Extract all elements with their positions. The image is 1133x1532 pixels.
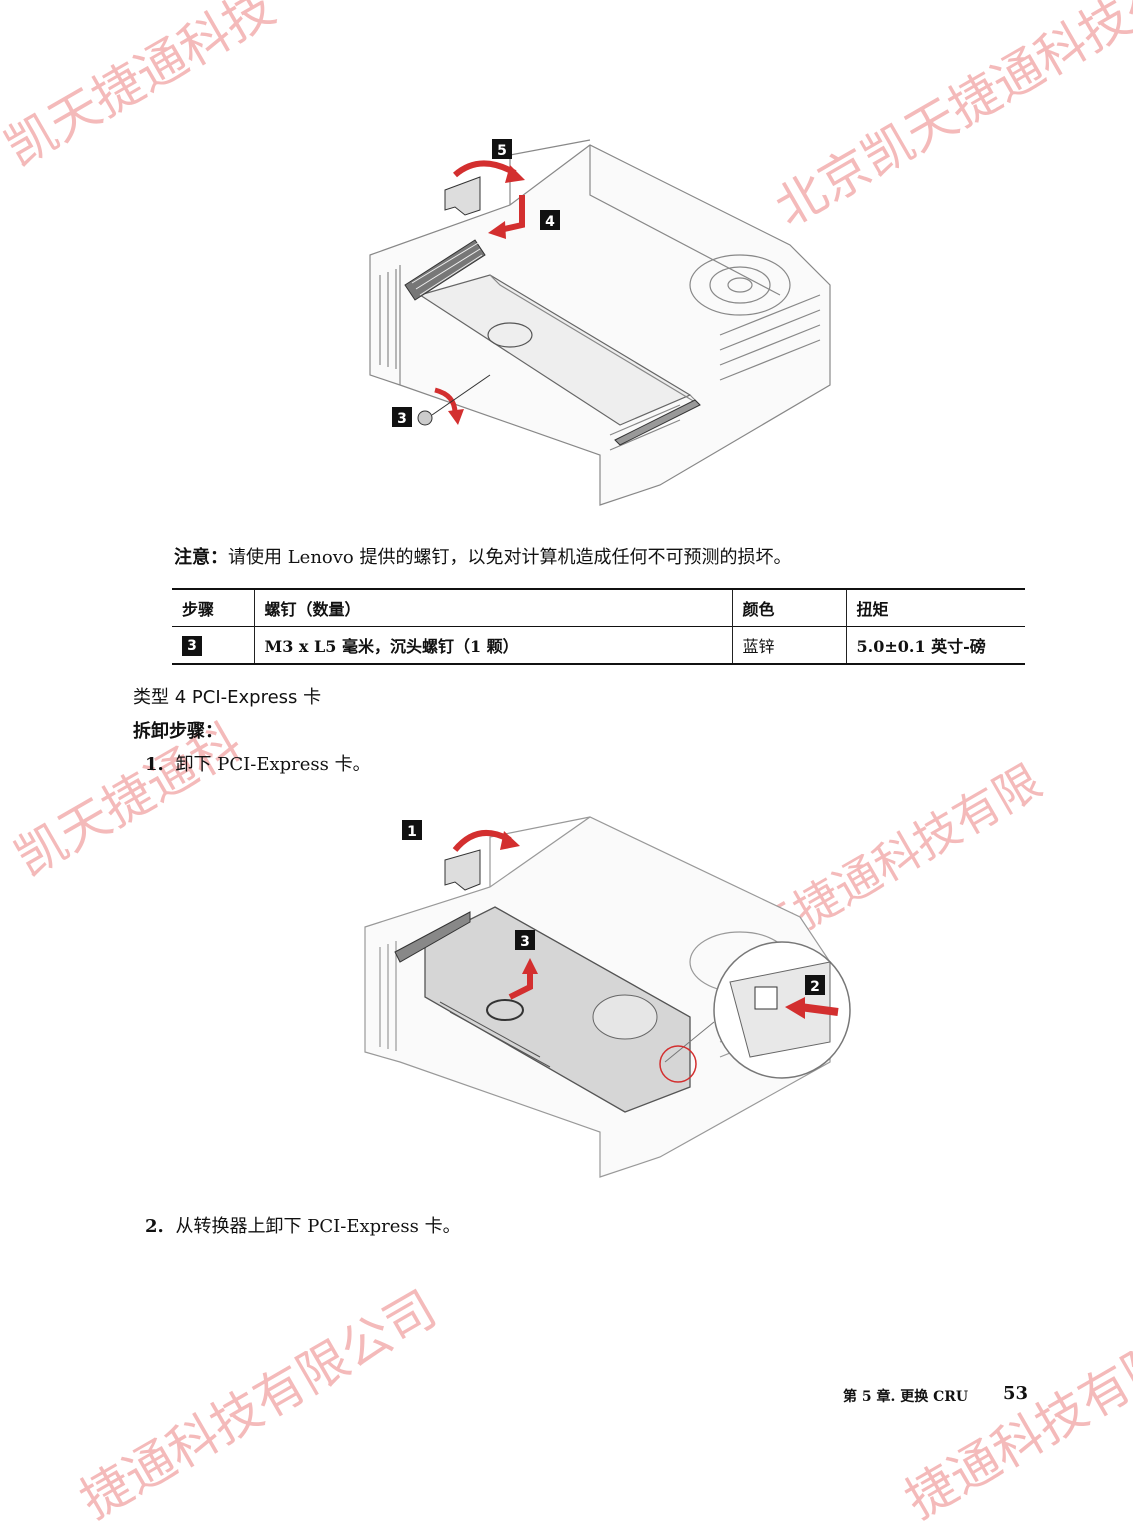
page-number: 53 xyxy=(1003,1383,1029,1404)
note-text: 请使用 Lenovo 提供的螺钉，以免对计算机造成任何不可预测的损坏。 xyxy=(228,547,792,568)
header-torque: 扭矩 xyxy=(856,600,889,619)
step-number: 2. xyxy=(145,1216,164,1237)
step-number: 1. xyxy=(145,754,164,775)
figure-riser-removal: 5 4 3 xyxy=(360,135,835,510)
callout-4: 4 xyxy=(545,214,555,230)
screw-table: 步骤 螺钉（数量） 颜色 扭矩 3 M3 x L5 毫米，沉头螺钉（1 颗） 蓝… xyxy=(172,588,1025,665)
callout-1: 1 xyxy=(407,824,417,840)
cell-color: 蓝锌 xyxy=(732,626,847,664)
header-screw: 螺钉（数量） xyxy=(254,589,733,627)
callout-badge xyxy=(515,930,535,950)
step-text: 从转换器上卸下 PCI-Express 卡。 xyxy=(175,1216,461,1237)
callout-badge xyxy=(402,820,422,840)
step-badge: 3 xyxy=(182,635,202,656)
callout-3: 3 xyxy=(397,411,407,427)
footer-chapter: 第 5 章. 更换 CRU xyxy=(843,1389,969,1405)
section-title: 类型 4 PCI-Express 卡 xyxy=(133,687,322,708)
callout-2: 2 xyxy=(810,979,820,995)
note: 注意：请使用 Lenovo 提供的螺钉，以免对计算机造成任何不可预测的损坏。 xyxy=(174,543,791,569)
table-row: 3 M3 x L5 毫米，沉头螺钉（1 颗） 蓝锌 5.0±0.1 英寸-磅 xyxy=(172,626,1025,664)
procedure-label: 拆卸步骤： xyxy=(133,721,223,742)
callout-5: 5 xyxy=(497,143,507,159)
watermark: 捷通科技有限 xyxy=(895,1329,1133,1530)
pcie-chassis-illustration-2: 1 3 2 xyxy=(364,816,851,1178)
cell-torque: 5.0±0.1 英寸-磅 xyxy=(856,637,986,656)
callout-badge xyxy=(805,975,825,995)
step-text: 卸下 PCI-Express 卡。 xyxy=(175,754,371,775)
watermark: 凯天捷通科技 xyxy=(0,0,285,178)
figure-card-removal: 1 3 2 xyxy=(360,812,855,1182)
callout-badge xyxy=(492,139,512,159)
step-2: 2. 从转换器上卸下 PCI-Express 卡。 xyxy=(145,1212,461,1238)
cell-screw: M3 x L5 毫米，沉头螺钉（1 颗） xyxy=(254,626,733,664)
callout-badge xyxy=(392,407,412,427)
step-1: 1. 卸下 PCI-Express 卡。 xyxy=(145,750,371,776)
table-header-row: 步骤 螺钉（数量） 颜色 扭矩 xyxy=(172,589,1025,627)
header-color: 颜色 xyxy=(732,589,847,627)
callout-3: 3 xyxy=(520,934,530,950)
pcie-chassis-illustration-1: 5 4 3 xyxy=(369,139,831,506)
callout-badge xyxy=(540,210,560,230)
note-label: 注意： xyxy=(174,547,228,568)
header-step: 步骤 xyxy=(172,589,255,627)
watermark: 捷通科技有限公司 xyxy=(70,1279,446,1530)
